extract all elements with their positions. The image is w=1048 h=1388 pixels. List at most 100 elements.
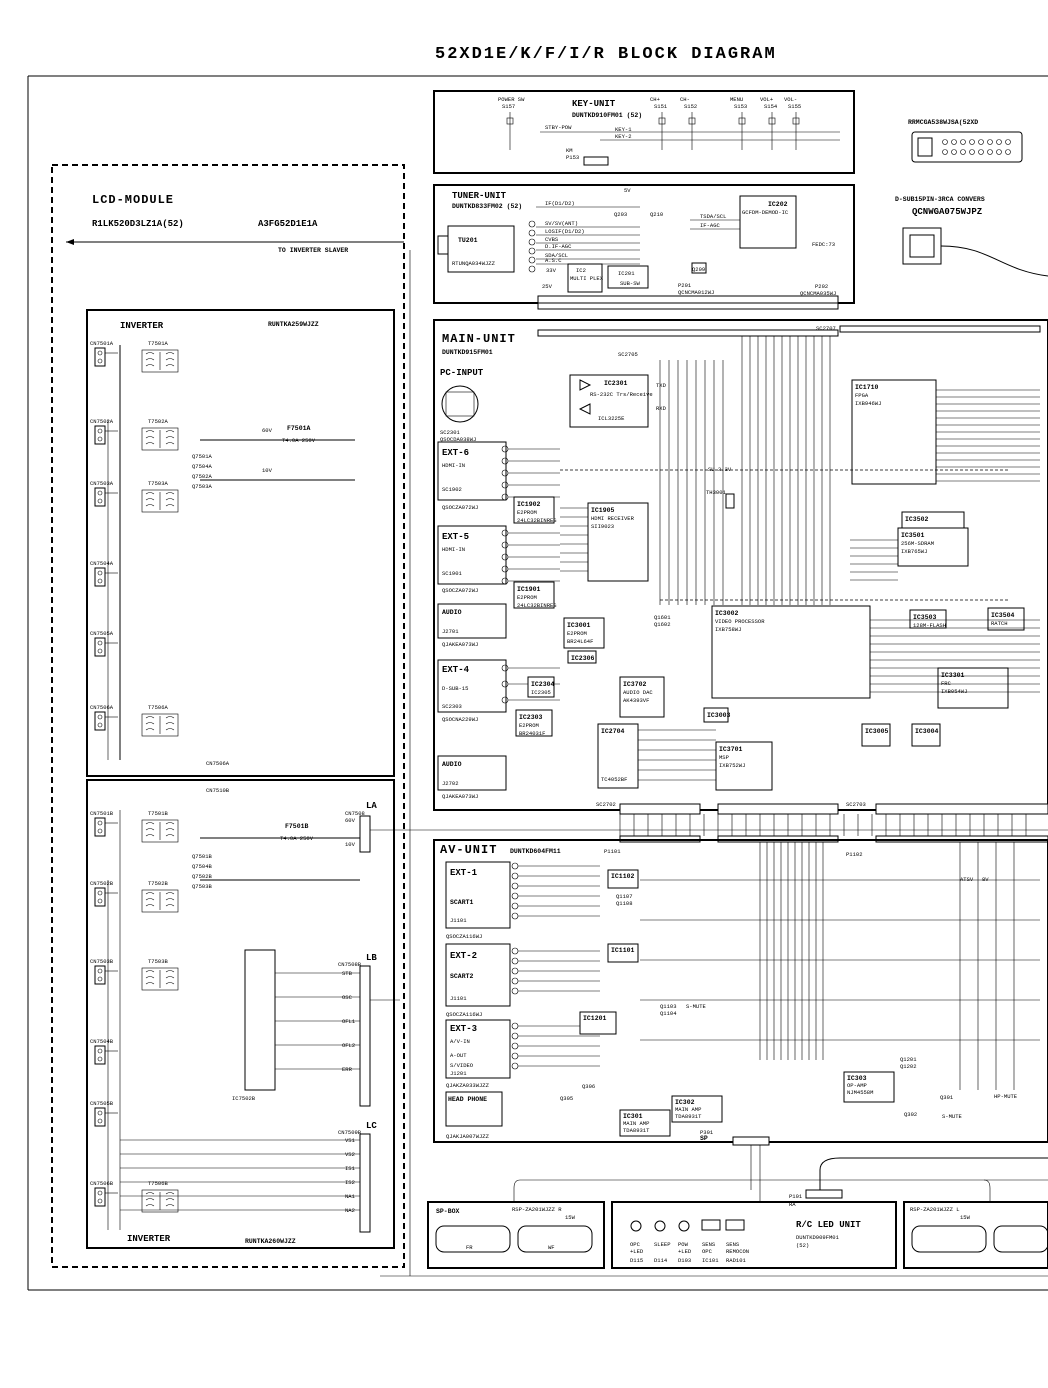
av-jack-pin <box>511 902 519 910</box>
lb-pin-label: OSC <box>342 994 353 1001</box>
ic3701-box <box>715 741 773 791</box>
sc2303-part: QSOCNA229WJ <box>442 716 478 723</box>
ic3502: IC3502 <box>901 511 965 531</box>
main-unit-title: MAIN-UNIT <box>442 332 516 346</box>
rc-led-label: OPC <box>630 1241 641 1248</box>
rc-led-size: (52) <box>796 1242 809 1249</box>
av-wires <box>640 842 1040 1090</box>
ic2704-text: IC2704 <box>601 728 625 735</box>
connector-bottom-pin <box>97 1198 103 1204</box>
av-transistor: Q305 <box>560 1095 573 1102</box>
pc-input-connector <box>441 385 479 423</box>
transistor-label-bottom: Q7503B <box>192 883 213 890</box>
key-switch-ref: S157 <box>502 103 515 110</box>
ic301-text: MAIN AMP <box>623 1120 649 1127</box>
connector-top-pin <box>97 498 103 504</box>
jack-pin <box>501 529 509 537</box>
key-switch-ref: S151 <box>654 103 668 110</box>
transformer-top-coil <box>165 492 175 495</box>
connector-top <box>94 711 106 731</box>
ic302-text: TDA8931T <box>675 1113 702 1120</box>
inverter-top-box <box>86 309 395 777</box>
connector-top-body <box>94 637 106 657</box>
transformer-label-bottom: T7502B <box>148 880 169 887</box>
rc-led-label: SLEEP <box>654 1241 671 1248</box>
ic1901-box <box>513 581 555 609</box>
transformer-top-coil <box>145 430 155 433</box>
transformer-bottom-coil <box>165 976 175 979</box>
jack-pin <box>501 493 509 501</box>
jack-pin <box>501 577 509 585</box>
connector-top <box>94 347 106 367</box>
ext4-in: D-SUB-15 <box>442 685 468 692</box>
tuner-signal: SV/SV(ANT) <box>545 220 578 227</box>
transformer-top-outline <box>141 349 179 373</box>
connector-bottom-body <box>94 965 106 985</box>
ic3501-text: 256M-SDRAM <box>901 540 934 547</box>
tuner-pin <box>528 229 536 237</box>
key-switch-name: CH+ <box>650 96 660 103</box>
connector-label-top: CN7505A <box>90 630 114 637</box>
connector-top-pin <box>97 578 103 584</box>
la-label: LA <box>366 801 377 811</box>
connector-top <box>94 487 106 507</box>
remote-buttons <box>942 139 1011 155</box>
remote-button <box>960 149 966 155</box>
ic3702-text: AUDIO DAC <box>623 689 653 696</box>
ic3504-text: IC3504 <box>991 612 1015 619</box>
remote-button <box>960 139 966 145</box>
connector-bottom <box>94 817 106 837</box>
remote-button <box>996 139 1002 145</box>
key-switch-ref: S152 <box>684 103 697 110</box>
q209-label: Q209 <box>692 266 705 273</box>
p201-label: P201 <box>678 282 692 289</box>
key-switch-body <box>658 117 666 125</box>
ic302-text: MAIN AMP <box>675 1106 701 1113</box>
av-transistor: Q301 <box>940 1094 954 1101</box>
inverter-bottom-connectors: CN7501BCN7502BCN7503BCN7504BCN7505BCN750… <box>90 810 360 1230</box>
ic7502b-label: IC7502B <box>232 1095 256 1102</box>
transformer-top <box>141 713 179 737</box>
rc-led-ref: D115 <box>630 1257 643 1264</box>
sp-box: SP-BOX RSP-ZA201WJZZ R 15W FR WF <box>427 1201 605 1269</box>
j2702-part: QJAKEA073WJ <box>442 793 478 800</box>
connector-bottom-body <box>94 1045 106 1065</box>
inverter-slaver-arrow <box>66 239 74 245</box>
ic3702-box <box>619 676 665 718</box>
jack-pin <box>501 680 509 688</box>
rc-led-label: SENS <box>726 1241 740 1248</box>
ic2304-box <box>527 676 555 698</box>
connector-bottom-pin <box>97 1110 103 1116</box>
inverter-slaver-label: TO INVERTER SLAVER <box>278 247 348 254</box>
connector-top-body <box>94 347 106 367</box>
transformer-label-top: T7506A <box>148 704 169 711</box>
routing-wires <box>370 250 1048 1277</box>
ic2303-box <box>515 709 553 737</box>
av-jack-pin <box>511 977 519 985</box>
rc-led <box>630 1220 642 1232</box>
av-transistor: Q1202 <box>900 1063 917 1070</box>
av-jack-pin <box>511 1032 519 1040</box>
tu201-label: TU201 <box>458 237 478 244</box>
connector-bottom <box>94 965 106 985</box>
sp-box-watt: 15W <box>565 1214 576 1221</box>
sc2703-label: SC2703 <box>846 801 866 808</box>
connector-label-bottom: CN7504B <box>90 1038 114 1045</box>
av-jack-pin <box>511 912 519 920</box>
ext1-part: QSOCZA116WJ <box>446 933 482 940</box>
key-switches: POWER SWS157CH+S151CH-S152MENUS153VOL+S1… <box>498 96 801 150</box>
ic2301-box <box>569 374 649 428</box>
connector-label-bottom: CN7501B <box>90 810 114 817</box>
transformer-bottom <box>141 967 179 991</box>
fuse-a-label: F7501A <box>287 425 311 432</box>
transistor-label-bottom: Q7504B <box>192 863 213 870</box>
ic1201: IC1201 <box>579 1011 617 1035</box>
dsub-cable <box>940 245 1048 277</box>
connector-bottom-body <box>94 817 106 837</box>
ic1901-text: 24LC32BINRES <box>517 602 557 609</box>
ic2704-box <box>597 723 639 789</box>
connector-top-pin <box>97 490 103 496</box>
lc-pin-label: NA1 <box>345 1193 356 1200</box>
